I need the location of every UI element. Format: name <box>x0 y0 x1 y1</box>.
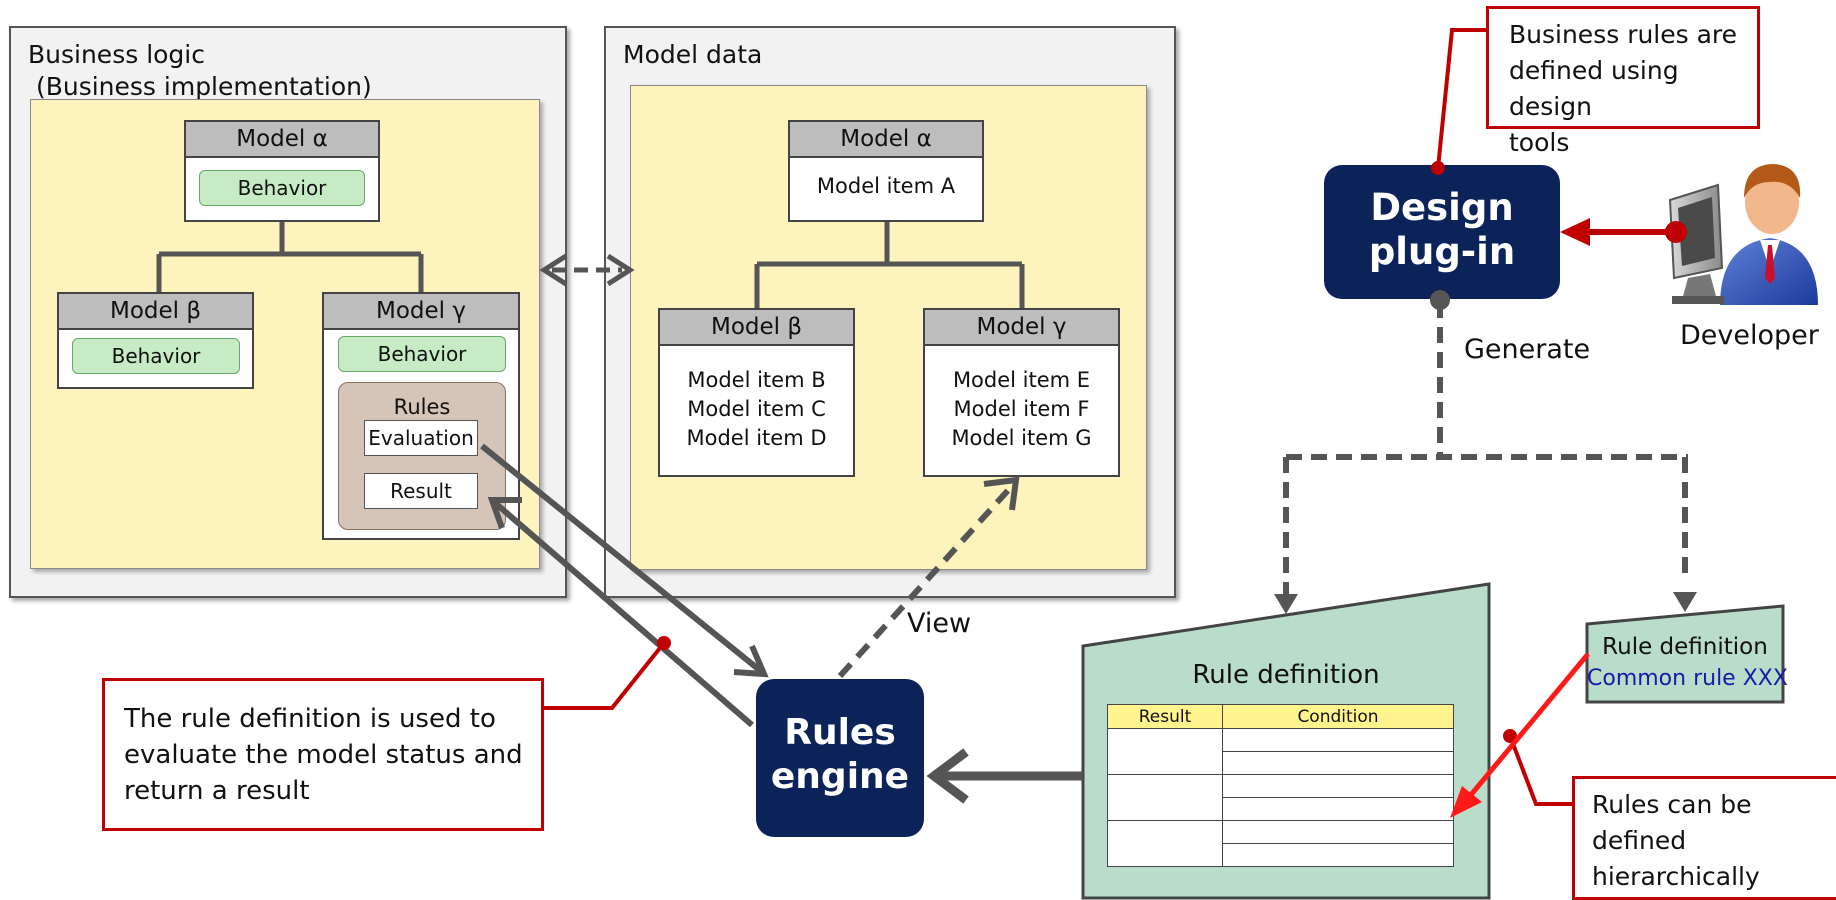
md-model-gamma-item: Model item G <box>951 426 1092 450</box>
callout-design-tools-line: defined using design <box>1509 56 1679 121</box>
md-model-alpha-items: Model item A <box>816 174 956 198</box>
rule-table-cell <box>1222 774 1454 798</box>
generate-start-dot <box>1430 290 1450 310</box>
rule-table-cell <box>1222 728 1454 752</box>
business-logic-subtitle: (Business implementation) <box>28 72 372 101</box>
generate-arrowhead-right <box>1673 592 1697 612</box>
callout-hierarchical-leader <box>1508 735 1572 806</box>
generate-arrowhead-left <box>1274 594 1298 614</box>
rule-table-cell <box>1107 728 1223 775</box>
md-model-beta-items: Model item B Model item C Model item D <box>660 366 853 453</box>
rule-definition-main-title: Rule definition <box>1192 660 1380 690</box>
md-model-beta-title: Model β <box>660 310 853 346</box>
view-label: View <box>907 608 972 639</box>
rule-table-header-result: Result <box>1107 704 1223 729</box>
callout-design-tools-line: tools <box>1509 128 1570 157</box>
rule-table-cell <box>1107 774 1223 821</box>
rules-result: Result <box>364 473 478 509</box>
callout-hierarchical-line: hierarchically <box>1592 862 1760 891</box>
callout-hierarchical-line: defined <box>1592 826 1687 855</box>
callout-design-tools-leader <box>1436 28 1486 169</box>
rule-definition-small-subtitle: Common rule XXX <box>1587 666 1788 691</box>
generate-arrows <box>1283 302 1688 596</box>
rules-evaluation: Evaluation <box>364 420 478 456</box>
design-plugin-line1: Design <box>1370 186 1514 229</box>
developer-to-plugin-arrow <box>1560 218 1687 246</box>
rules-container: Rules Evaluation Result <box>338 382 506 530</box>
rules-engine-line2: engine <box>770 756 910 797</box>
rule-definition-table: Result Condition <box>1107 704 1454 867</box>
md-model-gamma-item: Model item E <box>952 368 1091 392</box>
callout-evaluate-leader <box>544 641 666 710</box>
bl-model-alpha-title: Model α <box>186 122 378 158</box>
bl-model-gamma-behavior: Behavior <box>338 336 506 372</box>
developer-at-computer-icon <box>1668 164 1818 305</box>
panel-link-arrow <box>539 253 635 287</box>
callout-evaluate-line: evaluate the model status and <box>124 740 523 770</box>
bl-model-beta-behavior: Behavior <box>72 338 240 374</box>
md-model-gamma: Model γ Model item E Model item F Model … <box>923 308 1120 477</box>
view-arrow <box>837 476 1020 679</box>
generate-label: Generate <box>1464 334 1591 365</box>
md-model-beta: Model β Model item B Model item C Model … <box>658 308 855 477</box>
callout-design-tools-line: Business rules are <box>1509 20 1738 49</box>
callout-design-tools: Business rules are defined using design … <box>1486 6 1760 157</box>
rule-table-cell <box>1222 797 1454 821</box>
rule-table-cell <box>1107 820 1223 867</box>
callout-evaluate-line: return a result <box>124 776 310 806</box>
rules-engine-line1: Rules <box>784 712 896 753</box>
engine-to-result-arrow <box>487 497 754 728</box>
bl-model-beta-title: Model β <box>59 294 252 330</box>
bl-model-beta: Model β Behavior <box>57 292 254 389</box>
rule-definition-small-title: Rule definition <box>1602 634 1768 660</box>
ruledef-to-engine-arrow <box>926 748 1083 804</box>
rules-engine-box: Rules engine <box>756 679 924 837</box>
business-logic-title: Business logic <box>28 40 205 69</box>
md-model-gamma-item: Model item F <box>953 397 1090 421</box>
rule-table-cell <box>1222 751 1454 775</box>
callout-evaluate-line: The rule definition is used to <box>124 704 496 734</box>
hierarchical-arrow <box>1450 652 1590 818</box>
bl-model-alpha-behavior: Behavior <box>199 170 365 206</box>
developer-label: Developer <box>1680 320 1819 351</box>
md-model-alpha: Model α Model item A <box>788 120 984 222</box>
md-model-gamma-items: Model item E Model item F Model item G <box>925 366 1118 453</box>
bl-model-gamma-title: Model γ <box>324 294 518 330</box>
rule-table-cell <box>1222 843 1454 867</box>
rule-definition-small-shape <box>1585 604 1785 704</box>
md-model-beta-item: Model item C <box>687 397 826 421</box>
md-model-beta-item: Model item D <box>686 426 827 450</box>
rules-title: Rules <box>393 395 451 419</box>
md-model-beta-item: Model item B <box>687 368 826 392</box>
design-plugin-line2: plug-in <box>1368 230 1516 273</box>
callout-evaluate: The rule definition is used to evaluate … <box>102 678 544 831</box>
model-data-title: Model data <box>623 40 763 69</box>
design-plugin-box: Design plug-in <box>1324 165 1560 299</box>
evaluation-to-engine-arrow <box>480 443 769 678</box>
bl-model-gamma: Model γ Behavior Rules Evaluation Result <box>322 292 520 540</box>
callout-hierarchical-line: Rules can be <box>1592 790 1752 819</box>
md-model-alpha-title: Model α <box>790 122 982 158</box>
md-model-gamma-title: Model γ <box>925 310 1118 346</box>
callout-hierarchical: Rules can be defined hierarchically <box>1572 776 1836 900</box>
bl-model-alpha: Model α Behavior <box>184 120 380 222</box>
